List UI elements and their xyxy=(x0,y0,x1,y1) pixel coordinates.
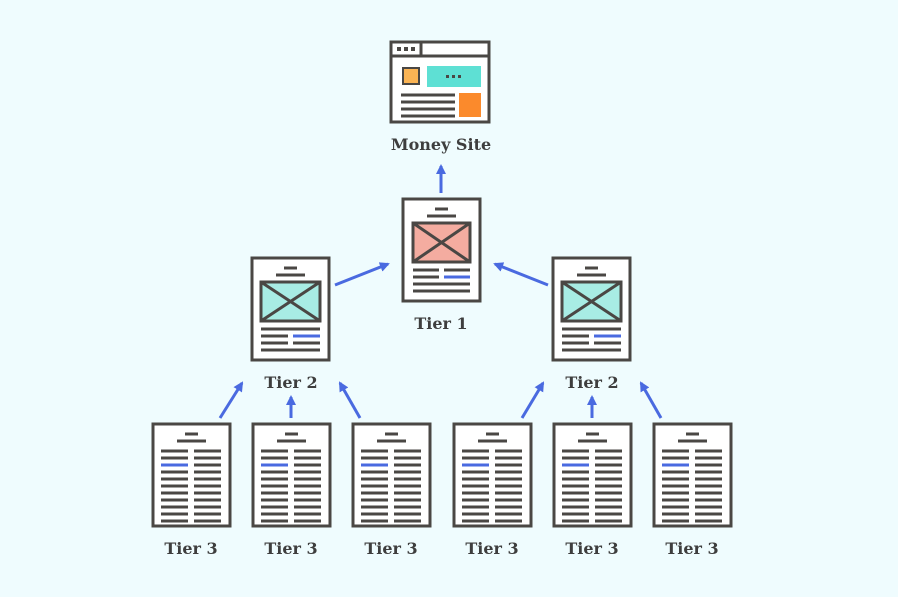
tier2-right-label: Tier 2 xyxy=(565,373,619,392)
text-document-icon xyxy=(251,422,331,528)
text-document-icon xyxy=(652,422,732,528)
arrow-tier2-left-to-tier1 xyxy=(334,262,390,287)
text-document-icon xyxy=(151,422,231,528)
text-document-icon xyxy=(452,422,532,528)
tier3-label: Tier 3 xyxy=(465,539,519,558)
tier3-label: Tier 3 xyxy=(665,539,719,558)
text-document-icon xyxy=(351,422,431,528)
tier3-label: Tier 3 xyxy=(565,539,619,558)
website-icon xyxy=(389,40,491,124)
arrow-t3c-to-t2-left xyxy=(338,381,362,419)
tier1-label: Tier 1 xyxy=(414,314,468,333)
tier2-left-label: Tier 2 xyxy=(264,373,318,392)
tier3-label: Tier 3 xyxy=(164,539,218,558)
money-site-label: Money Site xyxy=(390,135,492,154)
article-with-image-icon xyxy=(250,256,331,362)
text-document-icon xyxy=(552,422,632,528)
tier3-label: Tier 3 xyxy=(264,539,318,558)
arrow-tier2-right-to-tier1 xyxy=(493,262,549,287)
article-with-image-icon xyxy=(401,197,482,303)
arrow-t3f-to-t2-right xyxy=(639,381,663,419)
arrow-t3a-to-t2-left xyxy=(218,381,244,419)
article-with-image-icon xyxy=(551,256,632,362)
arrow-t3d-to-t2-right xyxy=(520,381,545,419)
tier3-label: Tier 3 xyxy=(364,539,418,558)
